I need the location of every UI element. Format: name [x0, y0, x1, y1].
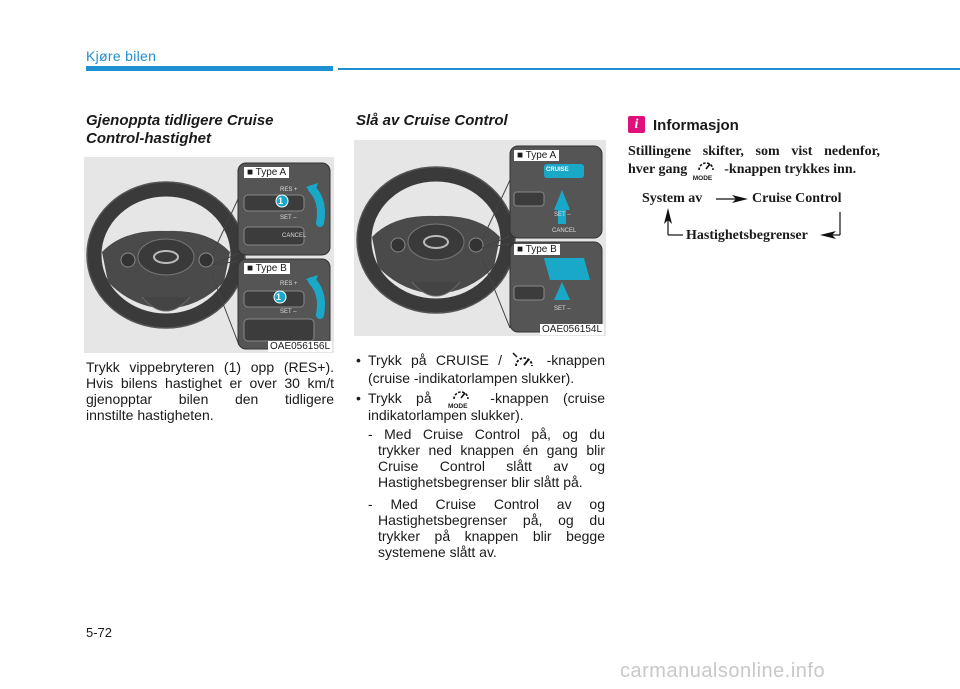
info-mode-speedometer-icon [697, 161, 714, 170]
diagram-speed-limiter: Hastighetsbegrenser [686, 228, 808, 243]
left-body-line-1: Trykk vippebryteren (1) opp (RES+). [86, 359, 334, 375]
header-rule-thick [86, 66, 333, 71]
middle-sub-1: - Med Cruise Control på, og du trykker n… [368, 426, 605, 490]
info-mode-label: MODE [692, 174, 713, 182]
middle-cancel-label: CANCEL [552, 228, 577, 234]
arrow-right-icon [732, 195, 748, 203]
mode-cycle-arrows [664, 195, 841, 239]
middle-figure-code: OAE056154L [540, 324, 605, 335]
info-text: Stillingene skifter, som vist nedenfor, … [628, 143, 880, 182]
middle-type-a-label: ■ Type A [514, 150, 560, 161]
middle-bullet-2-post: -knappen (cruise [490, 390, 606, 406]
section-title: Kjøre bilen [86, 48, 157, 64]
left-body-line-3: gjenopptar bilen den tidligere [86, 391, 334, 407]
middle-bullet-1-line-1: Trykk på CRUISE / -knappen [368, 352, 605, 370]
middle-bullet-2-line-2: indikatorlampen slukker). [368, 407, 524, 424]
info-line-1: Stillingene skifter, som vist nedenfor, [628, 144, 880, 159]
left-cancel-label: CANCEL [282, 233, 307, 239]
middle-type-b-label: ■ Type B [514, 244, 560, 255]
left-heading-line-2: Control-hastighet [86, 130, 211, 147]
middle-heading: Slå av Cruise Control [356, 112, 508, 129]
left-callout-1-b: 1 [276, 292, 282, 302]
left-type-b-label: ■ Type B [244, 263, 290, 274]
left-set-label-b: SET – [280, 309, 297, 315]
middle-sub-1-line-2: trykker ned knappen én gang blir [378, 442, 605, 458]
middle-sub-1-line-1: - Med Cruise Control på, og du [368, 426, 605, 442]
middle-cruise-label: CRUISE [546, 167, 569, 173]
middle-set-label-a: SET – [554, 212, 571, 218]
middle-bullet-1-pre: Trykk på CRUISE / [368, 352, 502, 368]
info-icon: i [628, 116, 645, 133]
mode-button-icon: MODE [446, 391, 476, 410]
middle-sub-2: - Med Cruise Control av og Hastighetsbeg… [368, 496, 605, 560]
middle-bullet-2-pre: Trykk på [368, 390, 432, 406]
middle-sub-2-line-3: trykker på knappen blir begge [378, 528, 605, 544]
diagram-system-off: System av [642, 191, 703, 206]
left-set-label-a: SET – [280, 215, 297, 221]
page-number: 5-72 [86, 625, 113, 640]
middle-bullet-1-post: -knappen [546, 352, 605, 368]
steering-wheel-illustration-cancel [356, 145, 603, 333]
header-rule-thin [338, 68, 960, 70]
mode-speedometer-icon [453, 391, 469, 400]
middle-set-label-b: SET – [554, 306, 571, 312]
info-title: Informasjon [653, 117, 739, 134]
info-line-2: hver gang MODE -knappen trykkes inn. [628, 161, 880, 182]
arrow-left-icon [820, 231, 836, 239]
left-res-label-a: RES + [280, 187, 298, 193]
left-heading-line-1: Gjenoppta tidligere Cruise [86, 112, 274, 129]
info-line-2-pre: hver gang [628, 162, 688, 177]
middle-sub-2-line-4: systemene slått av. [378, 544, 497, 560]
watermark: carmanualsonline.info [620, 660, 826, 682]
left-res-label-b: RES + [280, 281, 298, 287]
left-body-text: Trykk vippebryteren (1) opp (RES+). Hvis… [86, 359, 334, 423]
middle-bullet-1-line-2: (cruise -indikatorlampen slukker). [368, 370, 575, 387]
left-figure-code: OAE056156L [268, 341, 333, 352]
steering-wheel-illustration-resume [86, 162, 331, 350]
left-type-a-label: ■ Type A [244, 167, 290, 178]
middle-bullet-1: • Trykk på CRUISE / -knappen (cruise -in… [356, 352, 605, 386]
left-body-line-2: Hvis bilens hastighet er over 30 km/t [86, 375, 334, 391]
middle-bullet-2-line-1: Trykk på MODE -knappen (cruise [368, 390, 606, 410]
info-mode-button-icon: MODE [691, 161, 721, 182]
arrow-up-icon [664, 208, 672, 224]
middle-sub-1-line-3: Cruise Control slått av og [378, 458, 605, 474]
middle-sub-1-line-4: Hastighetsbegrenser blir slått på. [378, 474, 583, 490]
left-figure: ■ Type A ■ Type B RES + SET – CANCEL RES… [84, 157, 334, 353]
bullet-dot: • [356, 352, 361, 368]
left-heading: Gjenoppta tidligere Cruise Control-hasti… [86, 112, 336, 148]
info-line-2-post: -knappen trykkes inn. [724, 162, 857, 177]
middle-figure: ■ Type A ■ Type B CRUISE SET – CANCEL SE… [354, 140, 606, 336]
diagram-cruise-control: Cruise Control [752, 191, 842, 206]
middle-bullet-2: • Trykk på MODE -knappen (cruise indikat… [356, 390, 605, 423]
middle-sub-2-line-2: Hastighetsbegrenser på, og du [378, 512, 605, 528]
left-body-line-4: innstilte hastigheten. [86, 407, 214, 423]
left-callout-1-a: 1 [278, 196, 284, 206]
mode-label: MODE [447, 403, 468, 411]
middle-sub-2-line-1: - Med Cruise Control av og [368, 496, 605, 512]
cruise-speedometer-icon [512, 352, 534, 367]
bullet-dot: • [356, 390, 361, 406]
